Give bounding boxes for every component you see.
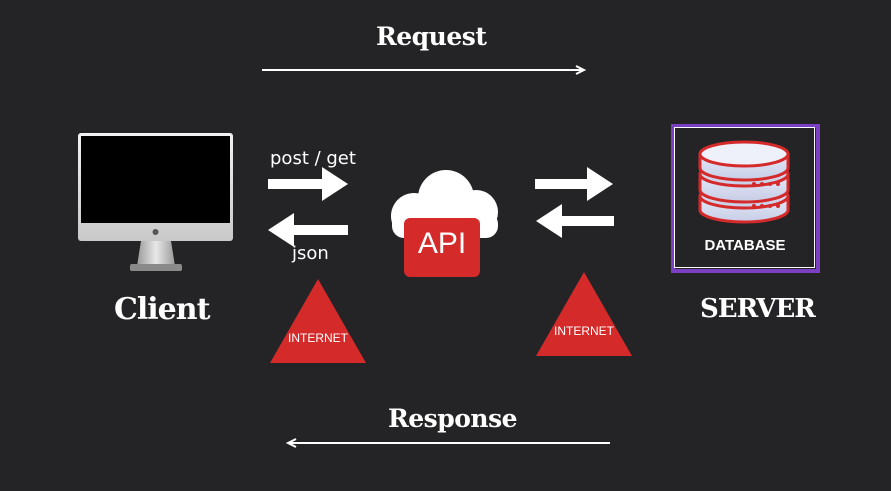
server-label: SERVER <box>700 294 816 324</box>
client-label: Client <box>114 292 210 327</box>
post-get-label: post / get <box>270 148 356 169</box>
database-label: DATABASE <box>704 237 786 254</box>
response-label: Response <box>388 404 518 433</box>
cloud-icon <box>391 170 498 277</box>
monitor-icon <box>78 133 233 271</box>
api-label: API <box>417 227 467 260</box>
right-arrow-icon-2 <box>535 167 613 201</box>
database-icon <box>698 140 790 224</box>
internet-triangle-right: INTERNET <box>536 272 632 356</box>
internet-triangle-left: INTERNET <box>270 279 366 363</box>
internet-left-label: INTERNET <box>288 331 349 345</box>
left-arrow-icon-2 <box>536 204 614 238</box>
left-arrow-icon <box>268 213 348 247</box>
right-arrow-icon <box>268 167 348 201</box>
request-label: Request <box>376 22 487 51</box>
internet-right-label: INTERNET <box>554 324 615 338</box>
json-label: json <box>292 243 329 264</box>
